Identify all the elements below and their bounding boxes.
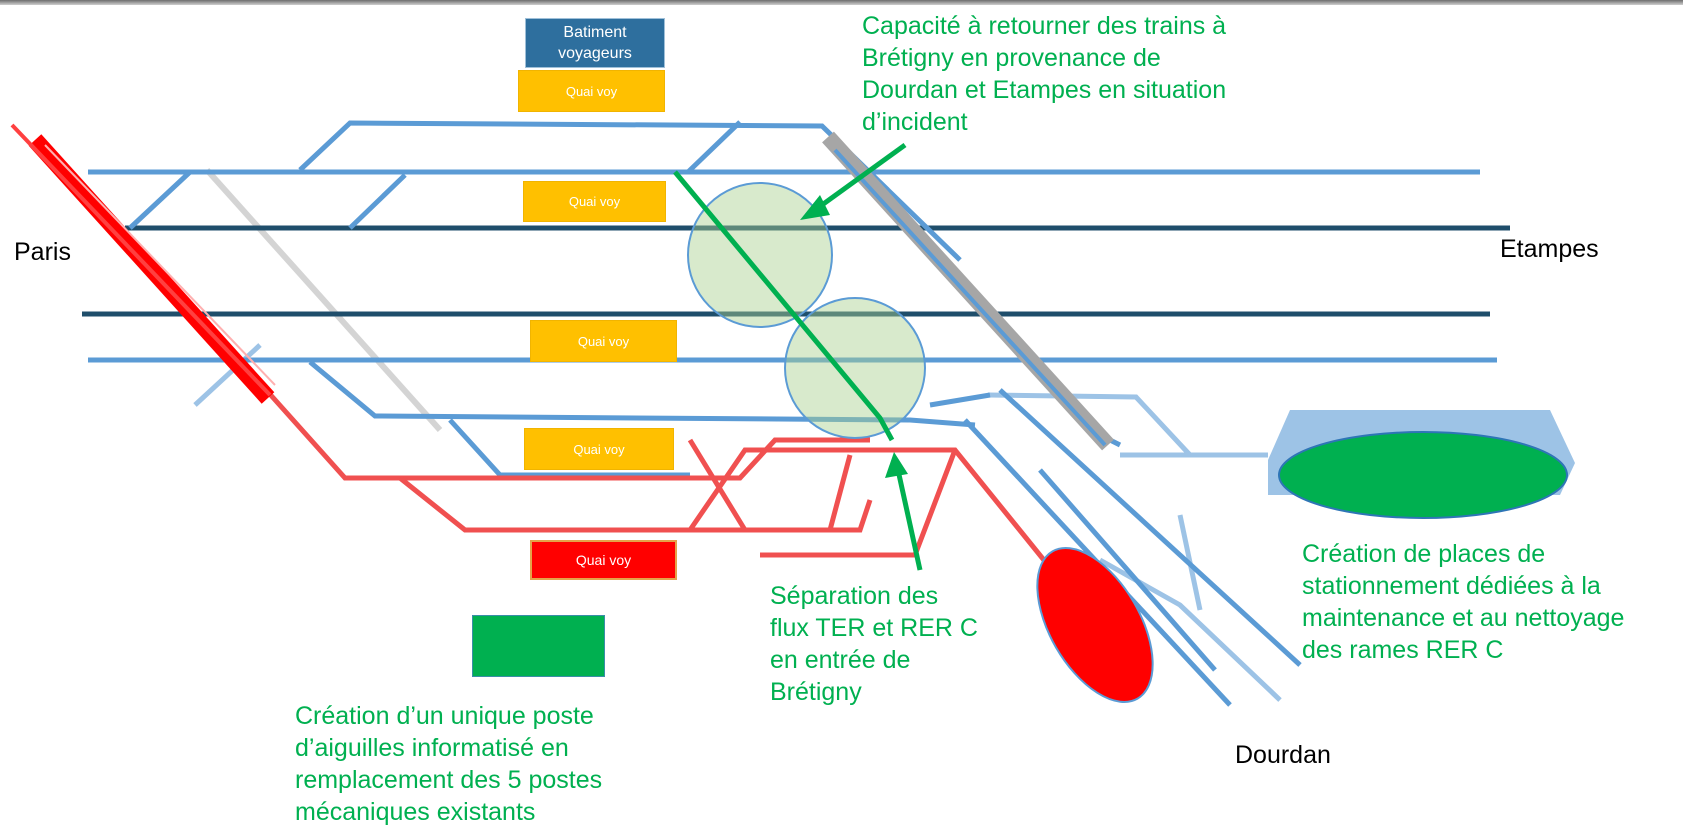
note-maintenance: Création de places de stationnement dédi… <box>1302 540 1625 664</box>
blue-track-lower-loop <box>308 360 976 428</box>
red-track-c <box>687 447 1062 582</box>
paris-corridor-light <box>44 144 276 386</box>
blue-tracks <box>88 120 1497 707</box>
platform-2: Quai voy <box>523 181 666 222</box>
blue-crossover-a <box>128 170 192 230</box>
viaduct-track <box>833 148 1107 447</box>
note-interlocking: Création d’un unique poste d’aiguilles i… <box>295 702 603 826</box>
annotation-arrows <box>800 142 923 571</box>
blue-track-dourdan-3 <box>1038 468 1217 672</box>
light-track-upper <box>987 392 1192 457</box>
light-track-lower <box>1098 557 1282 702</box>
red-tracks <box>266 390 1062 582</box>
turnback-circle-lower <box>784 297 926 439</box>
platform-4: Quai voy <box>524 428 674 470</box>
platform-1: Quai voy <box>518 70 665 112</box>
station-etampes: Etampes <box>1500 235 1599 263</box>
platform-3: Quai voy <box>530 320 677 362</box>
separation-arrow <box>895 469 923 571</box>
red-track-b <box>398 476 873 533</box>
platform-5: Quai voy <box>530 540 677 580</box>
light-track-diagonal <box>193 343 262 407</box>
note-turnback: Capacité à retourner des trains à Brétig… <box>862 12 1227 136</box>
blue-track-platform <box>448 418 690 478</box>
main-tracks <box>82 225 1510 317</box>
blue-track-upper-loop <box>298 120 962 262</box>
blue-track-dourdan-2 <box>998 388 1302 667</box>
station-paris: Paris <box>14 238 71 266</box>
red-track-f <box>827 454 853 531</box>
blue-crossover-c <box>686 120 742 174</box>
separation-arrowhead <box>885 452 908 478</box>
maintenance-sidings-ellipse <box>1278 431 1568 519</box>
blue-crossover-b <box>348 173 407 230</box>
paris-corridor-thin <box>10 123 272 397</box>
turnback-arrow <box>813 142 907 213</box>
grey-diagonal-track <box>204 167 443 433</box>
red-track-d <box>687 438 748 532</box>
station-dourdan: Dourdan <box>1235 741 1331 769</box>
grey-viaduct <box>822 131 1114 451</box>
blue-diverging <box>929 392 991 408</box>
red-track-e <box>760 449 958 558</box>
interlocking-post <box>472 615 605 677</box>
passenger-building: Batiment voyageurs <box>525 18 665 68</box>
top-border <box>0 0 1683 5</box>
green-turnback-track <box>673 170 895 442</box>
red-zone-ellipse <box>1036 547 1154 703</box>
note-separation: Séparation des flux TER et RER C en entr… <box>770 582 978 706</box>
turnback-arrowhead <box>800 195 830 220</box>
turnback-circle-upper <box>687 182 833 328</box>
red-track-a <box>266 390 870 481</box>
